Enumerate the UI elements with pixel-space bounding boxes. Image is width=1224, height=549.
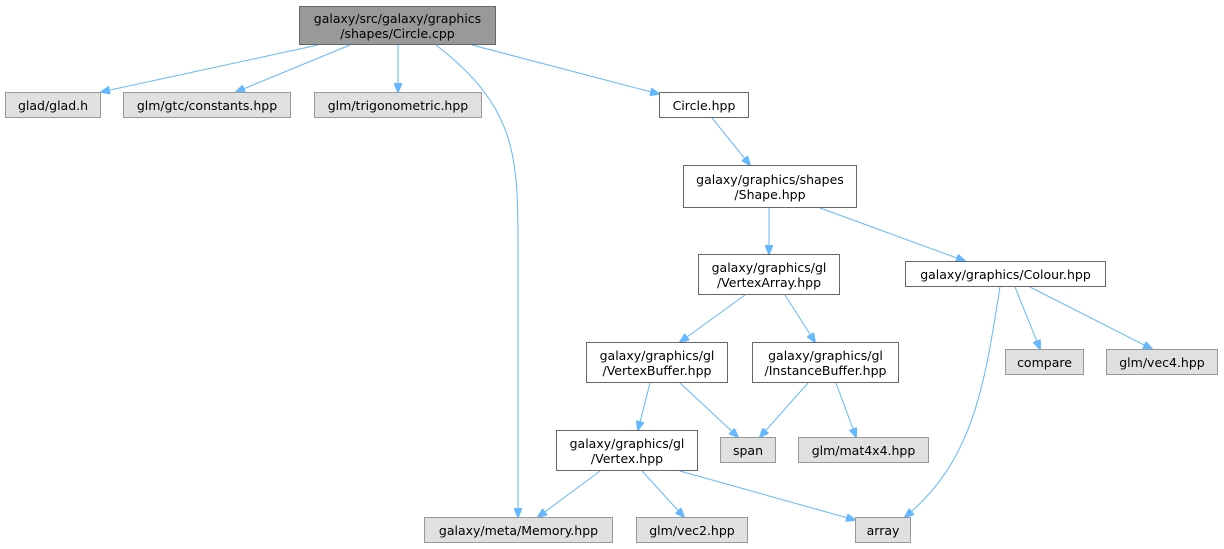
node-instancebuffer-hpp[interactable]: galaxy/graphics/gl /InstanceBuffer.hpp [752,342,899,383]
node-glad-h: glad/glad.h [5,92,101,118]
node-circle-hpp[interactable]: Circle.hpp [659,92,749,118]
edge-vertex-vec2 [641,470,684,517]
node-glm-vec4-hpp: glm/vec4.hpp [1106,349,1218,375]
edge-vertex-array [679,470,855,520]
node-compare: compare [1005,349,1084,375]
edge-vbuffer-span [679,382,738,437]
edge-circle-shape [711,117,750,165]
node-glm-mat4x4-hpp: glm/mat4x4.hpp [798,437,929,463]
edge-shape-colour [819,207,965,261]
edge-root-memory [435,44,518,517]
node-galaxy-meta-memory-hpp: galaxy/meta/Memory.hpp [424,517,613,543]
node-glm-vec2-hpp: glm/vec2.hpp [636,517,748,543]
edge-ibuffer-mat4x4 [835,382,856,437]
edge-root-constants [236,44,351,92]
edge-colour-compare [1014,286,1040,349]
edge-vbuffer-vertex [638,382,651,430]
node-colour-hpp[interactable]: galaxy/graphics/Colour.hpp [905,261,1106,287]
node-vertexbuffer-hpp[interactable]: galaxy/graphics/gl /VertexBuffer.hpp [586,342,728,383]
edge-colour-vec4 [1029,286,1152,349]
node-vertex-hpp[interactable]: galaxy/graphics/gl /Vertex.hpp [556,430,698,471]
node-glm-constants-hpp: glm/gtc/constants.hpp [123,92,291,118]
edge-colour-array [905,286,1001,517]
edge-vertex-memory [538,470,601,517]
edge-ibuffer-span [760,382,809,437]
edge-vertexarray-ibuffer [784,294,815,342]
node-array: array [855,517,911,543]
edge-root-glad [101,44,319,92]
node-circle-cpp: galaxy/src/galaxy/graphics /shapes/Circl… [299,6,496,45]
node-span: span [720,437,776,463]
node-glm-trigonometric-hpp: glm/trigonometric.hpp [314,92,482,118]
node-shape-hpp[interactable]: galaxy/graphics/shapes /Shape.hpp [683,165,857,208]
edge-vertexarray-vbuffer [680,294,746,342]
node-vertexarray-hpp[interactable]: galaxy/graphics/gl /VertexArray.hpp [698,254,840,295]
edge-root-circle [471,44,659,94]
